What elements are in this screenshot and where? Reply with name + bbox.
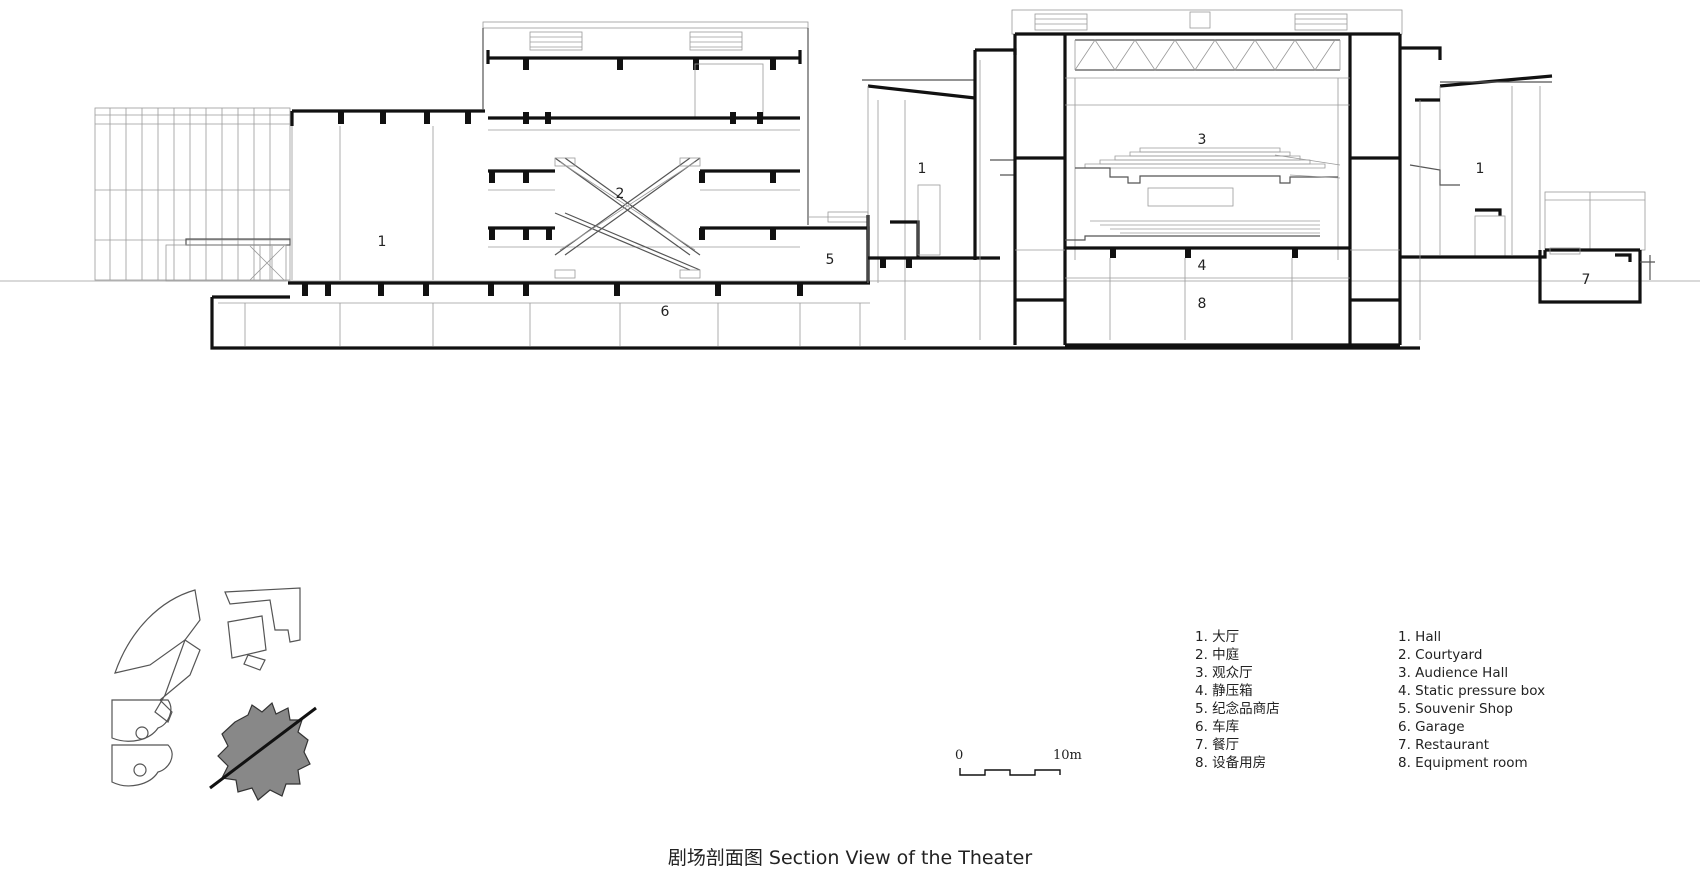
scale-bar-end-label: 10m: [1053, 748, 1082, 763]
theater-main: [1011, 9, 1403, 347]
legend-cn-item: 5. 纪念品商店: [1195, 701, 1280, 717]
key-plan-link: [154, 639, 201, 723]
room-label-hall-mid: 1: [918, 161, 927, 177]
key-plan-block-arc: [114, 589, 201, 674]
key-plan-square: [227, 615, 267, 659]
key-plan: [111, 587, 317, 801]
courtyard-block: [482, 21, 869, 279]
legend-cn-item: 4. 静压箱: [1195, 683, 1253, 699]
legend-en-item: 2. Courtyard: [1398, 647, 1483, 663]
legend-en-item: 1. Hall: [1398, 629, 1442, 645]
garage-level: [210, 281, 1420, 350]
drawing-caption: 剧场剖面图 Section View of the Theater: [667, 847, 1033, 869]
roof-truss: [1074, 39, 1341, 71]
lower-stalls: [1065, 220, 1350, 258]
room-label-hall-right: 1: [1476, 161, 1485, 177]
legend-en-item: 6. Garage: [1398, 719, 1465, 735]
legend-chinese: 1. 大厅 2. 中庭 3. 观众厅 4. 静压箱 5. 纪念品商店 6. 车库…: [1195, 628, 1280, 772]
room-label-courtyard: 2: [616, 186, 625, 202]
legend-cn-item: 6. 车库: [1195, 719, 1240, 735]
key-plan-theater-shaded: [217, 701, 311, 801]
legend-en-item: 5. Souvenir Shop: [1398, 701, 1513, 717]
legend-en-item: 3. Audience Hall: [1398, 665, 1509, 681]
legend-english: 1. Hall 2. Courtyard 3. Audience Hall 4.…: [1398, 628, 1545, 772]
legend-cn-item: 7. 餐厅: [1195, 737, 1240, 753]
restaurant-block: [1538, 191, 1655, 304]
room-label-restaurant: 7: [1582, 272, 1591, 288]
scale-bar: [959, 768, 1061, 776]
room-label-garage: 6: [661, 304, 670, 320]
escalators: [554, 157, 701, 279]
legend-en-item: 8. Equipment room: [1398, 755, 1528, 771]
legend-en-item: 4. Static pressure box: [1398, 683, 1546, 699]
room-label-audience-hall: 3: [1198, 132, 1207, 148]
key-plan-block-bottom-left: [111, 744, 173, 787]
mid-left-hall: [808, 48, 1017, 340]
key-plan-block-top: [224, 587, 301, 643]
right-hall-block: [1400, 46, 1553, 340]
room-label-static-pressure-box: 4: [1198, 258, 1207, 274]
legend-en-item: 7. Restaurant: [1398, 737, 1490, 753]
legend-cn-item: 1. 大厅: [1195, 629, 1240, 645]
key-plan-section-cut-line: [209, 706, 317, 790]
room-label-hall-left: 1: [378, 234, 387, 250]
legend-cn-item: 3. 观众厅: [1195, 665, 1253, 681]
upper-balcony: [1075, 147, 1341, 207]
room-label-equipment-room: 8: [1198, 296, 1207, 312]
left-hall-block: [290, 109, 485, 280]
room-label-souvenir-shop: 5: [826, 252, 835, 268]
key-plan-block-mid-left: [111, 699, 172, 742]
scale-bar-start-label: 0: [955, 748, 964, 763]
key-plan-small: [243, 654, 266, 671]
glass-facade: [94, 107, 291, 282]
legend-cn-item: 8. 设备用房: [1195, 755, 1267, 771]
legend-cn-item: 2. 中庭: [1195, 647, 1240, 663]
